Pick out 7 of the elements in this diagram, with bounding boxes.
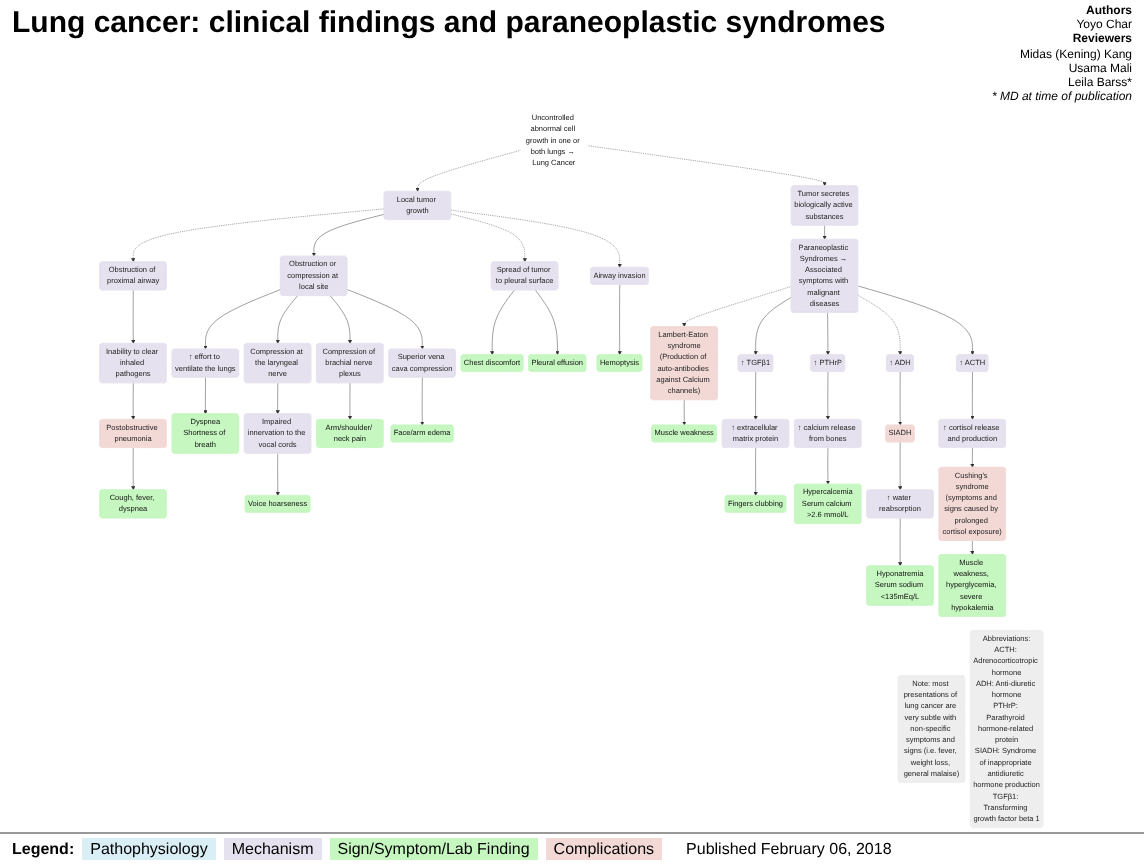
legend-heading: Legend: [12, 840, 75, 858]
legend-swatch: Mechanism [223, 838, 322, 860]
title: Lung cancer: clinical findings and paraneoplastic syndromes [12, 6, 886, 40]
legend-swatch: Pathophysiology [82, 838, 216, 860]
legend-swatch: Complications [545, 838, 663, 860]
legend-swatch: Sign/Symptom/Lab Finding [329, 838, 538, 860]
publication-note: Published February 06, 2018 [686, 840, 892, 858]
